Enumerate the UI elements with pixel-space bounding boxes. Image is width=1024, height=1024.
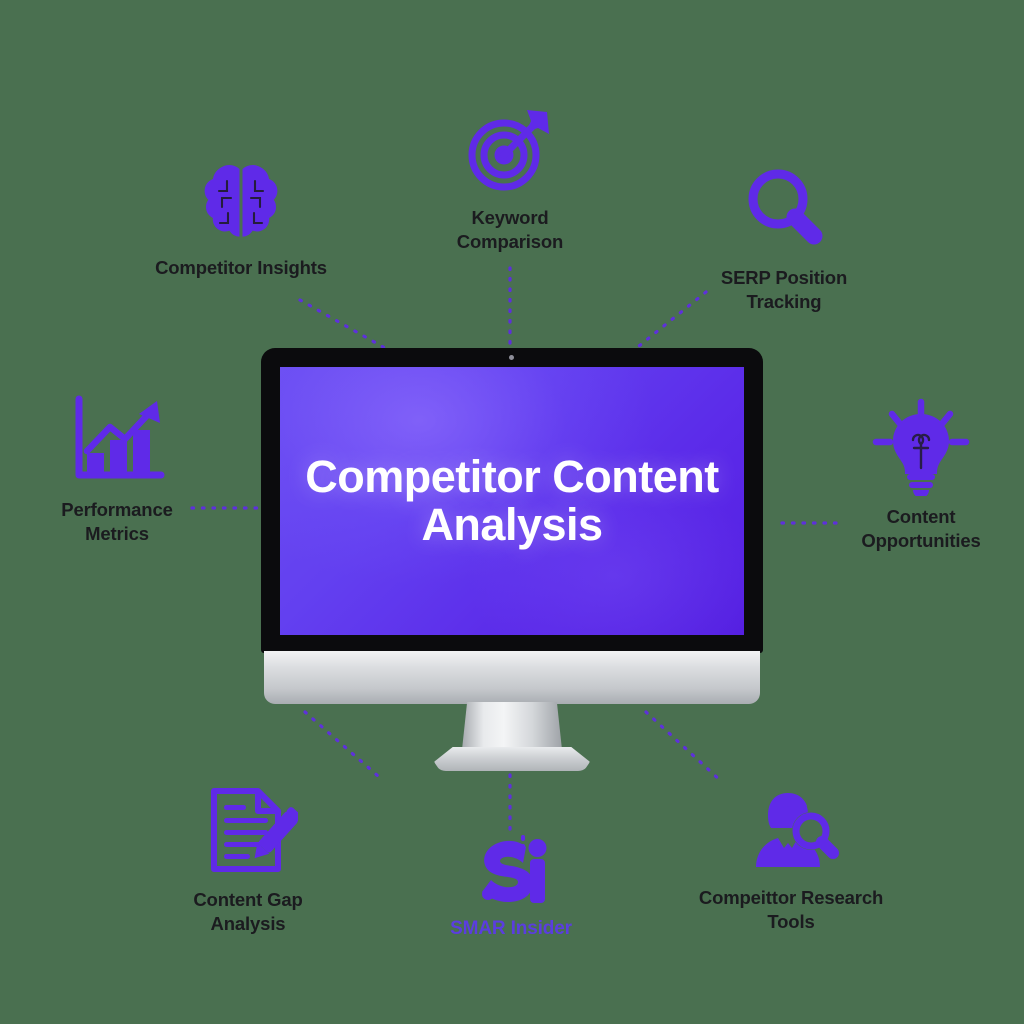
target-arrow-icon bbox=[461, 105, 559, 197]
screen-title: Competitor Content Analysis bbox=[305, 450, 719, 550]
monitor: Competitor Content Analysis bbox=[261, 348, 763, 771]
monitor-chin bbox=[264, 651, 760, 704]
connector-content-gap-analysis bbox=[303, 710, 380, 778]
person-magnifier-icon bbox=[738, 785, 844, 877]
node-label: SERP Position Tracking bbox=[720, 267, 848, 312]
connector-competitor-research-tools bbox=[644, 710, 724, 784]
webcam-icon bbox=[509, 355, 514, 360]
node-label: Performance Metrics bbox=[61, 499, 173, 544]
bar-chart-growth-icon bbox=[65, 393, 169, 489]
node-label: Compeittor Research Tools bbox=[698, 887, 884, 932]
connector-competitor-insights bbox=[298, 298, 394, 354]
lightbulb-icon bbox=[868, 398, 974, 498]
node-keyword-comparison[interactable]: Keyword Comparison bbox=[400, 105, 620, 253]
node-label: SMAR Insider bbox=[450, 918, 572, 939]
monitor-screen: Competitor Content Analysis bbox=[280, 367, 744, 635]
monitor-bezel: Competitor Content Analysis bbox=[261, 348, 763, 653]
document-pencil-icon bbox=[198, 785, 302, 879]
node-label: Keyword Comparison bbox=[456, 207, 564, 252]
node-content-opportunities[interactable]: Content Opportunities bbox=[811, 398, 1024, 552]
monitor-stand-base bbox=[434, 747, 590, 771]
node-label: Content Opportunities bbox=[861, 506, 981, 551]
si-monogram-logo bbox=[468, 833, 554, 911]
node-label: Competitor Insights bbox=[155, 257, 327, 278]
brain-icon bbox=[195, 163, 287, 247]
node-competitor-research-tools[interactable]: Compeittor Research Tools bbox=[681, 785, 901, 933]
node-label: Content Gap Analysis bbox=[193, 889, 303, 934]
node-serp-position-tracking[interactable]: SERP Position Tracking bbox=[674, 165, 894, 313]
magnifier-icon bbox=[740, 165, 828, 257]
node-smar-insider[interactable]: SMAR Insider bbox=[401, 833, 621, 941]
node-competitor-insights[interactable]: Competitor Insights bbox=[131, 163, 351, 280]
node-performance-metrics[interactable]: Performance Metrics bbox=[7, 393, 227, 545]
node-content-gap-analysis[interactable]: Content Gap Analysis bbox=[138, 785, 358, 935]
